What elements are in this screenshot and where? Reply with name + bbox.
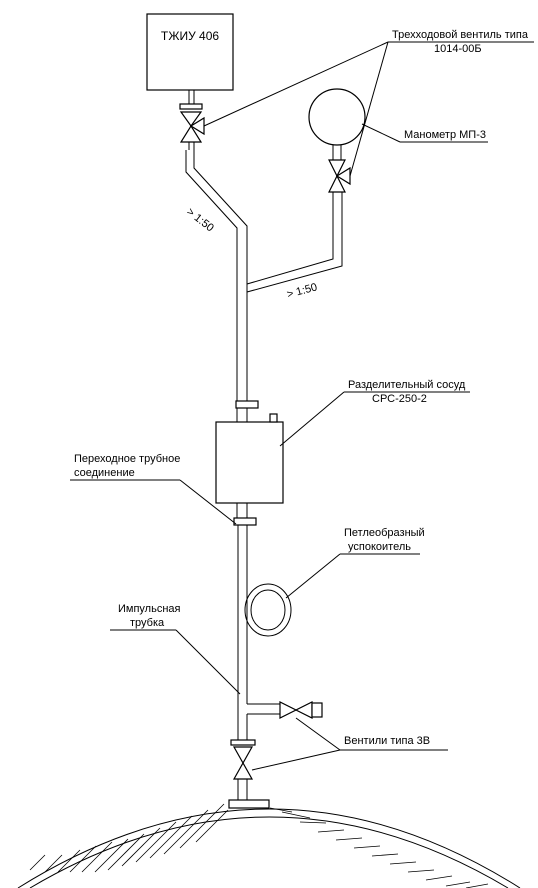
label-adapter-line2: соединение xyxy=(74,467,135,479)
slope-label-upper: > 1:50 xyxy=(184,206,216,234)
label-impulse-line1: Импульсная xyxy=(118,603,181,615)
label-three-way-valve-line1: Трехходовой вентиль типа xyxy=(392,29,529,41)
upper-flange xyxy=(235,395,259,422)
device-box: ТЖИУ 406 xyxy=(146,13,234,91)
side-valve-icon xyxy=(247,701,323,719)
pipe-left-branch xyxy=(185,150,248,395)
bottom-valve-icon xyxy=(230,739,256,800)
device-label: ТЖИУ 406 xyxy=(161,29,219,43)
label-three-way-valve-line2: 1014-00Б xyxy=(434,43,482,55)
lower-flange xyxy=(233,503,257,526)
leader-damper: Петлеобразный успокоитель xyxy=(285,527,425,599)
slope-label-right: > 1:50 xyxy=(286,281,319,301)
base-flange xyxy=(228,799,270,809)
three-way-valve-gauge-icon xyxy=(328,159,351,193)
leader-valves-3v: Вентили типа 3В xyxy=(251,717,448,771)
label-vessel-line1: Разделительный сосуд xyxy=(348,379,466,391)
label-impulse-line2: трубка xyxy=(130,617,165,629)
label-gauge: Манометр МП-3 xyxy=(404,129,486,141)
leader-three-way-valve: Трехходовой вентиль типа 1014-00Б xyxy=(203,29,534,177)
impulse-tube xyxy=(237,525,248,740)
separation-vessel xyxy=(215,413,284,504)
leader-impulse-tube: Импульсная трубка xyxy=(110,603,241,695)
pipe-right-branch xyxy=(246,192,343,293)
label-vessel-line2: СРС-250-2 xyxy=(372,393,427,405)
label-valves-3v: Вентили типа 3В xyxy=(344,735,430,747)
label-damper-line2: успокоитель xyxy=(348,541,411,553)
label-damper-line1: Петлеобразный xyxy=(344,527,425,539)
loop-damper-icon xyxy=(244,583,292,637)
leader-vessel: Разделительный сосуд СРС-250-2 xyxy=(279,379,470,447)
label-adapter-line1: Переходное трубное xyxy=(74,453,180,465)
three-way-valve-upper-icon xyxy=(179,90,205,150)
leader-gauge: Манометр МП-3 xyxy=(361,123,488,143)
process-vessel-dome xyxy=(17,803,521,888)
leader-adapter: Переходное трубное соединение xyxy=(70,453,237,525)
gauge-icon xyxy=(308,88,366,160)
